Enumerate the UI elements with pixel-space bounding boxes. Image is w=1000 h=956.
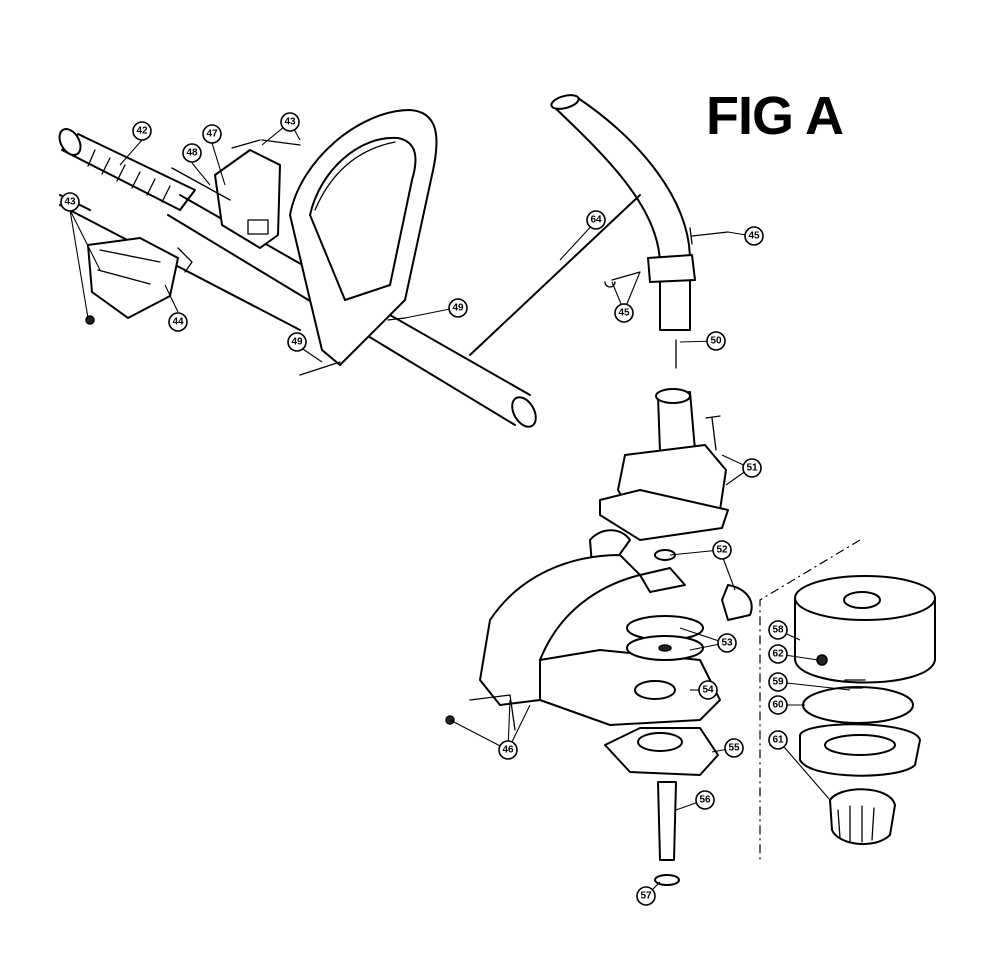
callout-55: 55 (724, 738, 744, 758)
svg-text:49: 49 (452, 303, 464, 314)
svg-text:57: 57 (640, 891, 652, 902)
callout-51: 51 (742, 458, 762, 478)
svg-text:56: 56 (699, 795, 711, 806)
svg-text:55: 55 (728, 743, 740, 754)
callout-49-left: 49 (287, 332, 307, 352)
callout-47: 47 (202, 124, 222, 144)
callout-61: 61 (768, 730, 788, 750)
figure-title: FIG A (706, 86, 843, 146)
svg-text:52: 52 (716, 545, 728, 556)
svg-text:61: 61 (772, 735, 784, 746)
svg-text:47: 47 (206, 129, 218, 140)
callout-50: 50 (706, 331, 726, 351)
svg-text:50: 50 (710, 336, 722, 347)
callout-56: 56 (695, 790, 715, 810)
gear-head-part (599, 388, 729, 541)
callout-52: 52 (712, 540, 732, 560)
callout-60: 60 (768, 695, 788, 715)
callout-45-right: 45 (744, 226, 764, 246)
svg-text:45: 45 (748, 231, 760, 242)
callout-58: 58 (768, 620, 788, 640)
callout-53: 53 (717, 633, 737, 653)
leader-lines (69, 121, 851, 895)
callout-46: 46 (498, 740, 518, 760)
svg-text:46: 46 (502, 745, 514, 756)
spool-assembly-part (759, 539, 936, 860)
callout-54: 54 (698, 680, 718, 700)
svg-text:49: 49 (291, 337, 303, 348)
switch-housing-part (171, 139, 301, 249)
callout-57: 57 (636, 886, 656, 906)
svg-text:48: 48 (186, 148, 198, 159)
svg-text:51: 51 (746, 463, 758, 474)
callout-64: 64 (586, 210, 606, 230)
svg-text:60: 60 (772, 700, 784, 711)
callout-48: 48 (182, 143, 202, 163)
svg-text:64: 64 (590, 215, 602, 226)
svg-text:44: 44 (172, 317, 184, 328)
throttle-housing-part (85, 237, 193, 325)
callout-43-left: 43 (60, 192, 80, 212)
svg-text:62: 62 (772, 649, 784, 660)
callout-45-left: 45 (614, 303, 634, 323)
svg-text:43: 43 (284, 117, 296, 128)
svg-text:53: 53 (721, 638, 733, 649)
washer-parts (626, 615, 704, 661)
svg-text:58: 58 (772, 625, 784, 636)
loop-handle-part (289, 109, 438, 366)
callout-59: 59 (768, 672, 788, 692)
svg-text:43: 43 (64, 197, 76, 208)
svg-text:59: 59 (772, 677, 784, 688)
svg-text:54: 54 (702, 685, 714, 696)
callout-42: 42 (132, 121, 152, 141)
svg-text:42: 42 (136, 126, 148, 137)
upper-bent-tube-part (469, 94, 696, 356)
callout-44: 44 (168, 312, 188, 332)
callout-43-top: 43 (280, 112, 300, 132)
callout-62: 62 (768, 644, 788, 664)
svg-text:45: 45 (618, 308, 630, 319)
guard-part (445, 529, 753, 731)
callout-49-right: 49 (448, 298, 468, 318)
handle-grip-part (58, 128, 196, 211)
spindle-part (654, 781, 680, 886)
bolt-parts (299, 227, 729, 451)
bearing-housing-part (604, 727, 719, 776)
